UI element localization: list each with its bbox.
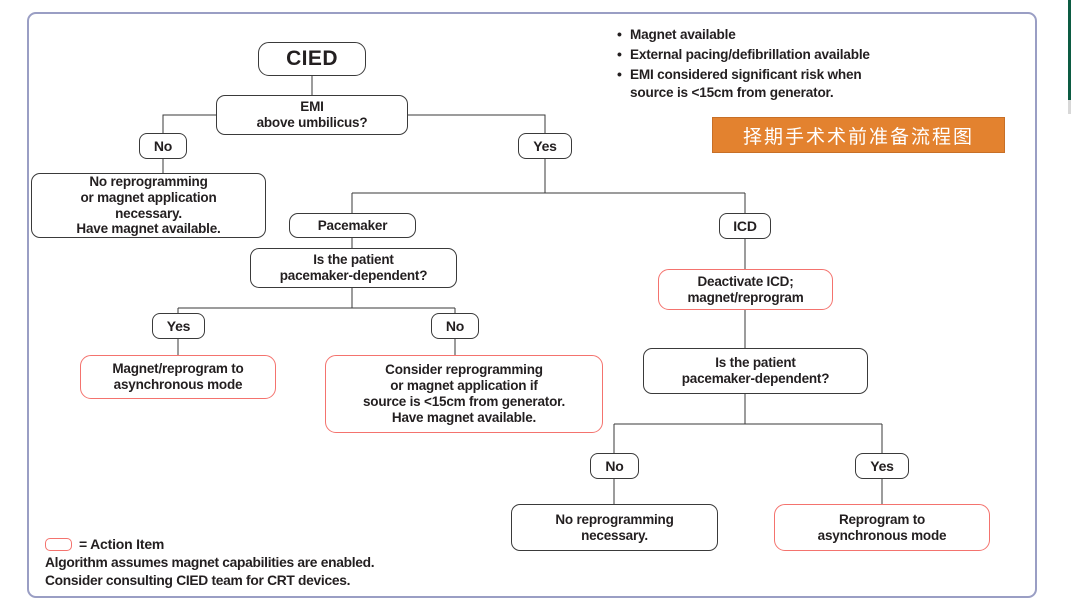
node-no-reprogramming-left[interactable]: No reprogramming or magnet application n… — [31, 173, 266, 238]
legend-label: = Action Item — [79, 536, 165, 552]
node-pacemaker[interactable]: Pacemaker — [289, 213, 416, 238]
node-pm-left-yes[interactable]: Yes — [152, 313, 205, 339]
node-pacemaker-dependent-left[interactable]: Is the patient pacemaker-dependent? — [250, 248, 457, 288]
node-magnet-reprogram-asynchronous[interactable]: Magnet/reprogram to asynchronous mode — [80, 355, 276, 399]
node-cied[interactable]: CIED — [258, 42, 366, 76]
node-emi-no[interactable]: No — [139, 133, 187, 159]
node-emi-above-umbilicus[interactable]: EMI above umbilicus? — [216, 95, 408, 135]
bullet-item: External pacing/defibrillation available — [617, 45, 1017, 65]
node-pm-left-no[interactable]: No — [431, 313, 479, 339]
right-accent-rule — [1068, 0, 1071, 100]
node-deactivate-icd[interactable]: Deactivate ICD; magnet/reprogram — [658, 269, 833, 310]
notes-bullet-list: Magnet available External pacing/defibri… — [617, 25, 1017, 104]
legend: = Action Item Algorithm assumes magnet c… — [45, 536, 525, 589]
node-icd[interactable]: ICD — [719, 213, 771, 239]
node-consider-reprogramming[interactable]: Consider reprogramming or magnet applica… — [325, 355, 603, 433]
node-pm-right-no[interactable]: No — [590, 453, 639, 479]
bullet-item: EMI considered significant risk when sou… — [617, 65, 1017, 104]
legend-row: = Action Item — [45, 536, 525, 552]
right-accent-rule-tail — [1068, 100, 1071, 114]
node-no-reprogramming-right[interactable]: No reprogramming necessary. — [511, 504, 718, 551]
node-emi-yes[interactable]: Yes — [518, 133, 572, 159]
bullet-item: Magnet available — [617, 25, 1017, 45]
title-banner: 择期手术术前准备流程图 — [712, 117, 1005, 153]
node-reprogram-asynchronous[interactable]: Reprogram to asynchronous mode — [774, 504, 990, 551]
node-pm-right-yes[interactable]: Yes — [855, 453, 909, 479]
action-item-swatch — [45, 537, 72, 551]
legend-note: Algorithm assumes magnet capabilities ar… — [45, 555, 375, 588]
node-pacemaker-dependent-right[interactable]: Is the patient pacemaker-dependent? — [643, 348, 868, 394]
